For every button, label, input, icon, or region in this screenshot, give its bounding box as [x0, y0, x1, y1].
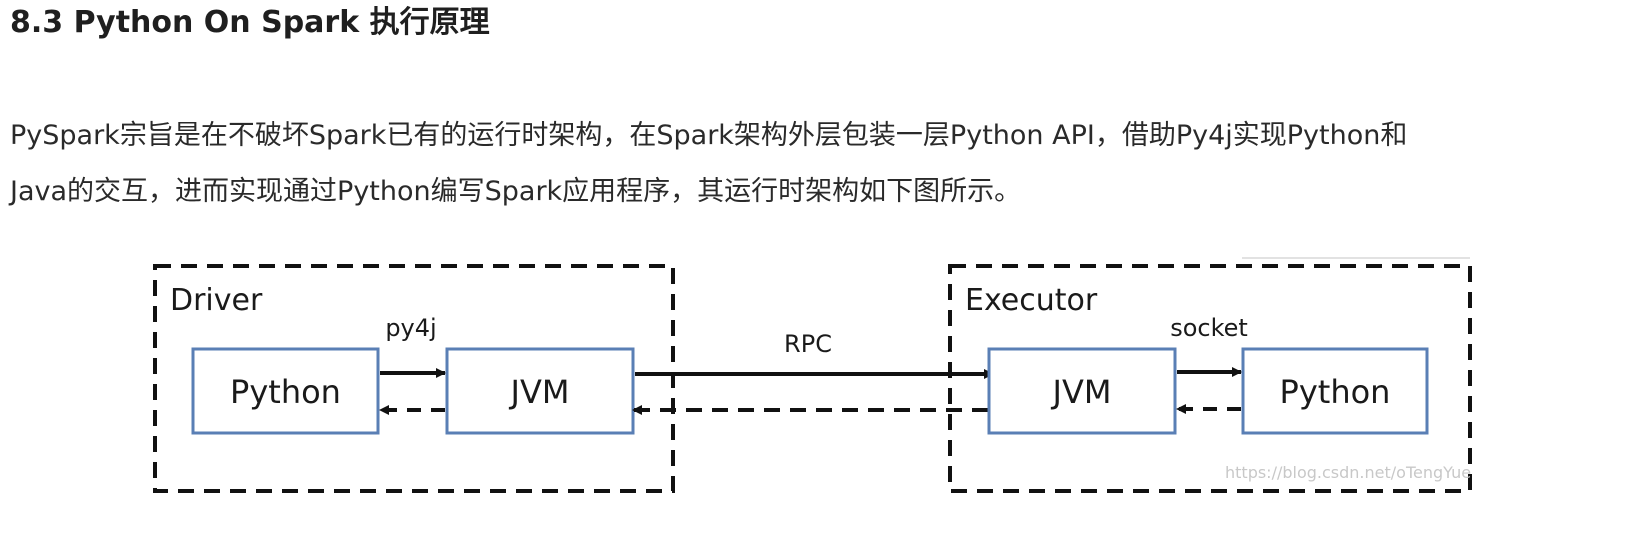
- driver-python-label: Python: [230, 373, 341, 411]
- watermark-text: https://blog.csdn.net/oTengYue: [1225, 463, 1471, 482]
- py4j-label: py4j: [385, 314, 436, 342]
- executor-python-box: [1241, 347, 1429, 435]
- driver-group: Driver Python JVM py4j: [153, 264, 675, 493]
- executor-python-label: Python: [1280, 373, 1391, 411]
- socket-label: socket: [1170, 314, 1248, 342]
- driver-dashed-border: [153, 264, 675, 493]
- driver-jvm-box: [445, 347, 635, 435]
- executor-group: Executor JVM Python socket: [948, 257, 1472, 493]
- driver-jvm-label: JVM: [509, 373, 570, 411]
- executor-jvm-label: JVM: [1051, 373, 1112, 411]
- intro-paragraph: PySpark宗旨是在不破坏Spark已有的运行时架构，在Spark架构外层包装…: [10, 108, 1630, 220]
- executor-dashed-border: [948, 264, 1472, 493]
- driver-label: Driver: [170, 283, 263, 318]
- intro-paragraph-line-2: Java的交互，进而实现通过Python编写Spark应用程序，其运行时架构如下…: [10, 176, 1022, 207]
- rpc-label: RPC: [784, 330, 832, 358]
- executor-jvm-box: [987, 347, 1177, 435]
- executor-label: Executor: [965, 283, 1098, 318]
- driver-python-box: [191, 347, 380, 435]
- intro-paragraph-line-1: PySpark宗旨是在不破坏Spark已有的运行时架构，在Spark架构外层包装…: [10, 120, 1408, 151]
- section-heading: 8.3 Python On Spark 执行原理: [10, 5, 490, 40]
- rpc-connection: RPC: [632, 330, 994, 415]
